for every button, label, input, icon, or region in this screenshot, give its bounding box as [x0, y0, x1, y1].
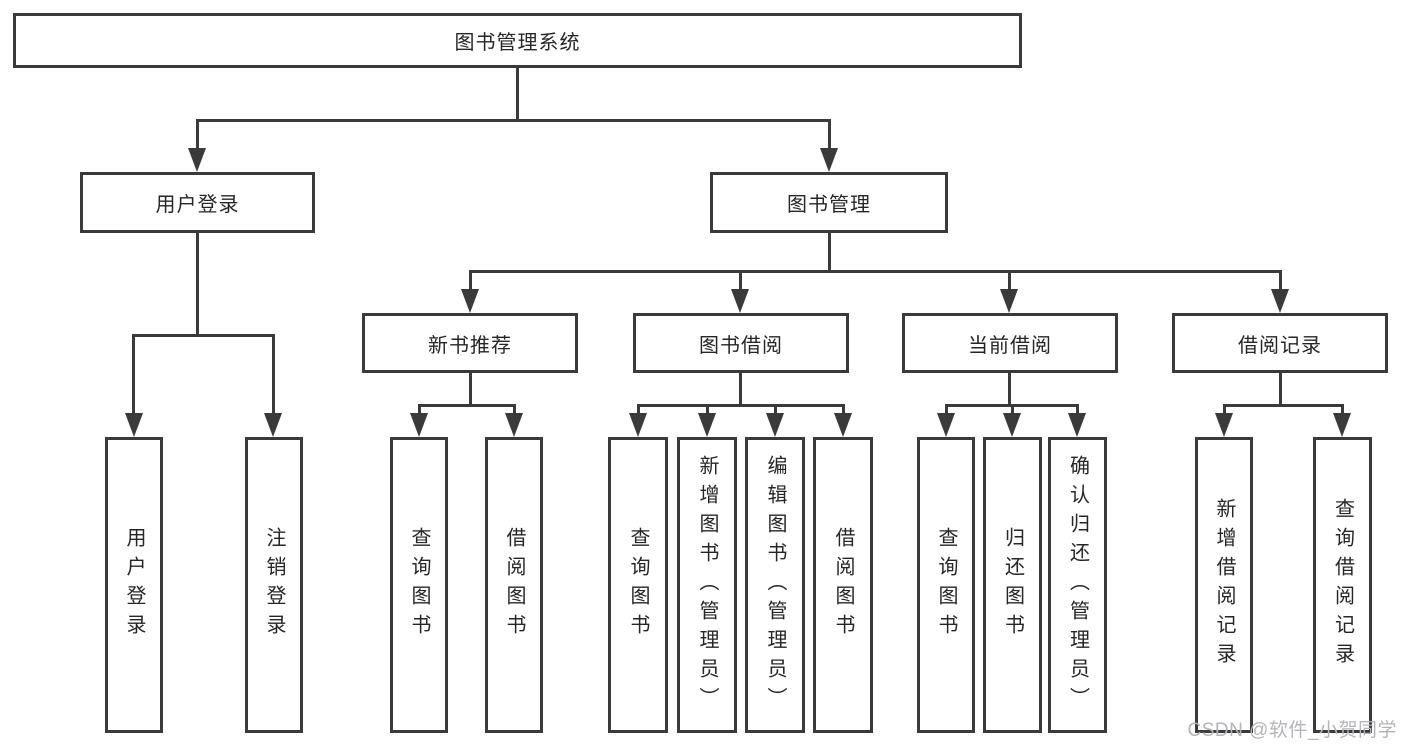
connector-line: [1223, 404, 1226, 416]
arrowhead-icon: [1333, 413, 1351, 437]
leaf-borrow-books-recommend: 借阅图书: [485, 437, 543, 733]
connector-line: [1223, 404, 1344, 407]
arrowhead-icon: [698, 413, 716, 437]
connector-line: [272, 334, 275, 415]
node-book-borrow: 图书借阅: [633, 313, 849, 373]
leaf-edit-books-admin: 编辑图书（管理员）: [745, 437, 805, 733]
connector-line: [132, 334, 275, 337]
arrowhead-icon: [731, 289, 749, 313]
arrowhead-icon: [264, 413, 282, 437]
node-new-book-recommend-label: 新书推荐: [428, 334, 512, 357]
connector-line: [828, 119, 831, 150]
leaf-add-borrow-record: 新增借阅记录: [1195, 437, 1253, 733]
connector-line: [774, 404, 777, 416]
node-book-management-label: 图书管理: [787, 194, 871, 216]
connector-line: [196, 119, 199, 150]
leaf-label: 新增借阅记录: [1213, 498, 1235, 672]
node-current-borrow: 当前借阅: [902, 313, 1118, 373]
connector-line: [1011, 404, 1014, 416]
node-book-borrow-label: 图书借阅: [699, 334, 783, 357]
arrowhead-icon: [629, 413, 647, 437]
leaf-label: 归还图书: [1001, 527, 1024, 643]
connector-line: [1341, 404, 1344, 416]
node-new-book-recommend: 新书推荐: [362, 313, 578, 373]
leaf-query-books-recommend: 查询图书: [390, 437, 448, 733]
leaf-query-books-borrow: 查询图书: [608, 437, 668, 733]
leaf-logout: 注销登录: [245, 437, 303, 733]
arrowhead-icon: [766, 413, 784, 437]
connector-line: [418, 404, 516, 407]
leaf-borrow-books: 借阅图书: [813, 437, 873, 733]
connector-line: [196, 233, 199, 337]
connector-line: [828, 233, 831, 273]
leaf-label: 查询图书: [408, 527, 430, 643]
node-book-management: 图书管理: [710, 172, 948, 233]
arrowhead-icon: [125, 413, 143, 437]
node-user-login: 用户登录: [80, 172, 315, 233]
leaf-label: 用户登录: [123, 527, 145, 643]
arrowhead-icon: [834, 413, 852, 437]
connector-line: [637, 404, 845, 407]
connector-line: [132, 334, 135, 415]
connector-line: [513, 404, 516, 416]
arrowhead-icon: [461, 289, 479, 313]
leaf-query-books-current: 查询图书: [917, 437, 975, 733]
leaf-query-borrow-record: 查询借阅记录: [1313, 437, 1372, 733]
connector-line: [739, 373, 742, 407]
arrowhead-icon: [937, 413, 955, 437]
arrowhead-icon: [410, 413, 428, 437]
connector-line: [418, 404, 421, 416]
arrowhead-icon: [1000, 289, 1018, 313]
leaf-confirm-return-admin: 确认归还（管理员）: [1048, 437, 1107, 733]
leaf-add-books-admin: 新增图书（管理员）: [677, 437, 737, 733]
arrowhead-icon: [1068, 413, 1086, 437]
connector-line: [196, 119, 831, 122]
leaf-label: 借阅图书: [832, 527, 854, 643]
leaf-user-login: 用户登录: [105, 437, 163, 733]
connector-line: [1008, 270, 1011, 292]
connector-line: [706, 404, 709, 416]
connector-line: [469, 270, 472, 292]
connector-line: [516, 68, 519, 120]
arrowhead-icon: [188, 148, 206, 172]
leaf-label: 借阅图书: [503, 527, 525, 643]
leaf-label: 查询图书: [935, 527, 957, 643]
arrowhead-icon: [1271, 289, 1289, 313]
leaf-label: 新增图书（管理员）: [696, 454, 718, 716]
connector-line: [1279, 270, 1282, 292]
leaf-label: 编辑图书（管理员）: [764, 454, 786, 716]
connector-line: [739, 270, 742, 292]
node-user-login-label: 用户登录: [155, 194, 240, 216]
connector-line: [469, 373, 472, 407]
connector-line: [1076, 404, 1079, 416]
arrowhead-icon: [1215, 413, 1233, 437]
arrowhead-icon: [820, 148, 838, 172]
leaf-return-books: 归还图书: [983, 437, 1042, 733]
node-borrow-records-label: 借阅记录: [1238, 334, 1322, 357]
arrowhead-icon: [505, 413, 523, 437]
csdn-watermark: CSDN @软件_小贺同学: [1187, 720, 1397, 741]
leaf-label: 注销登录: [263, 527, 285, 643]
connector-line: [637, 404, 640, 416]
connector-line: [945, 404, 948, 416]
connector-line: [1008, 373, 1011, 407]
connector-line: [1279, 373, 1282, 407]
node-borrow-records: 借阅记录: [1172, 313, 1388, 373]
node-current-borrow-label: 当前借阅: [968, 334, 1052, 357]
leaf-label: 查询借阅记录: [1331, 498, 1354, 672]
node-root-label: 图书管理系统: [454, 32, 581, 54]
connector-line: [842, 404, 845, 416]
leaf-label: 查询图书: [627, 527, 649, 643]
leaf-label: 确认归还（管理员）: [1066, 454, 1089, 716]
arrowhead-icon: [1003, 413, 1021, 437]
connector-line: [469, 270, 1282, 273]
node-root-system: 图书管理系统: [13, 13, 1022, 68]
